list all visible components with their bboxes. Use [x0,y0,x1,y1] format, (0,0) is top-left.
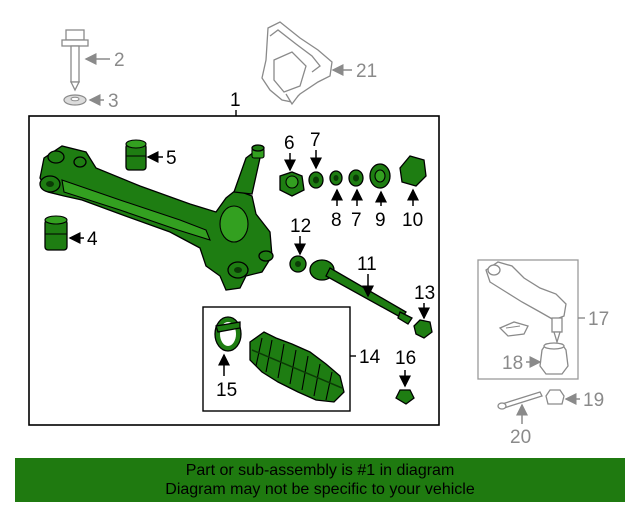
part-8-ring[interactable] [329,170,343,186]
callout-14: 14 [359,347,381,368]
callout-1: 1 [230,90,241,111]
part-2-bolt[interactable] [61,29,89,92]
callout-4: 4 [87,229,98,250]
callout-7b: 7 [351,210,362,231]
part-boot[interactable] [249,331,345,403]
part-17-tie-rod-end[interactable] [485,261,567,345]
part-10-cap[interactable] [399,155,427,187]
part-18-boot[interactable] [539,342,569,375]
callout-20: 20 [510,427,531,448]
callout-17: 17 [588,309,609,330]
banner-line-2: Diagram may not be specific to your vehi… [165,481,475,498]
callout-12: 12 [290,216,311,237]
part-6-bearing[interactable] [279,171,305,197]
callout-8: 8 [331,210,342,231]
callout-21: 21 [356,61,377,82]
callout-2: 2 [114,50,125,71]
part-21-mount[interactable] [261,21,333,106]
callout-15: 15 [216,380,237,401]
callout-6: 6 [284,133,295,154]
callout-5: 5 [166,148,177,169]
part-3-washer[interactable] [63,94,87,106]
part-1-steering-rack[interactable] [39,144,274,291]
part-7b-seal[interactable] [348,169,364,187]
part-15-clamp[interactable] [214,316,242,352]
callout-13: 13 [414,283,435,304]
part-7-seal[interactable] [308,171,324,189]
callout-11: 11 [357,254,377,275]
part-12-ring[interactable] [289,255,307,273]
part-13-nut[interactable] [413,319,433,339]
part-19-nut[interactable] [545,389,565,405]
callout-16: 16 [395,348,416,369]
callout-7a: 7 [310,130,321,151]
banner-line-1: Part or sub-assembly is #1 in diagram [185,462,455,479]
parts-diagram: 2 3 21 1 5 [28,21,609,448]
info-banner: Part or sub-assembly is #1 in diagram Di… [15,458,625,502]
boot-kit-box [202,306,351,412]
part-4-bushing[interactable] [44,215,68,251]
callout-3: 3 [108,91,119,112]
assembly-box [28,115,440,426]
part-9-spring[interactable] [369,163,391,189]
part-16-clip[interactable] [395,389,415,405]
callout-19: 19 [583,390,604,411]
tie-rod-end-box [477,259,579,380]
callout-9: 9 [375,210,386,231]
callout-10: 10 [402,210,423,231]
callout-18: 18 [502,353,523,374]
part-20-cotter-pin[interactable] [497,391,543,410]
part-5-bushing[interactable] [125,139,147,171]
